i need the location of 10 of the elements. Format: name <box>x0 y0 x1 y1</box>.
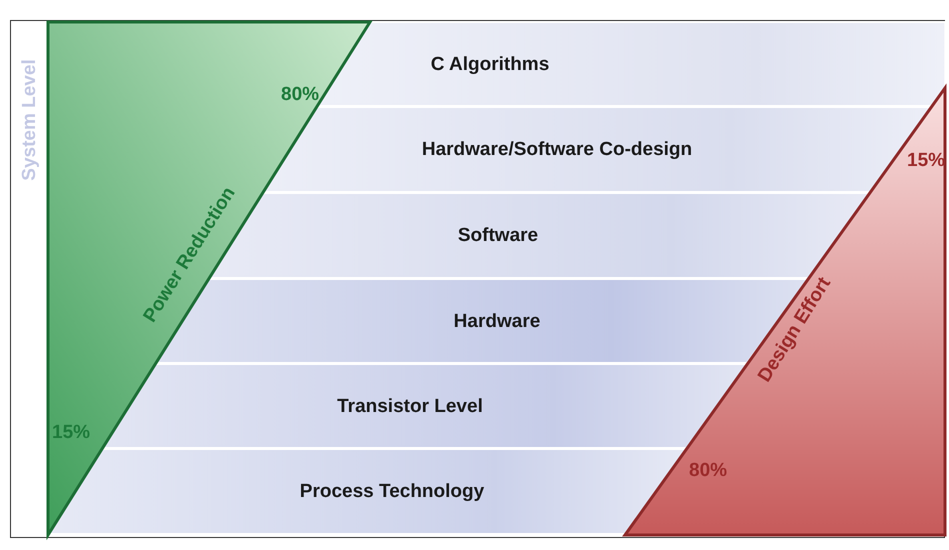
percentage-label: 80% <box>689 460 728 482</box>
band-label: C Algorithms <box>430 54 550 76</box>
band-label: Hardware/Software Co-design <box>422 139 692 161</box>
band-label: Hardware <box>454 310 540 332</box>
percentage-label: 80% <box>281 84 320 106</box>
band-label: Process Technology <box>300 481 484 503</box>
percentage-label: 15% <box>52 422 90 444</box>
band-label: Software <box>458 225 538 247</box>
band-label: Transistor Level <box>337 396 483 418</box>
axis-label: System Level <box>19 59 41 181</box>
